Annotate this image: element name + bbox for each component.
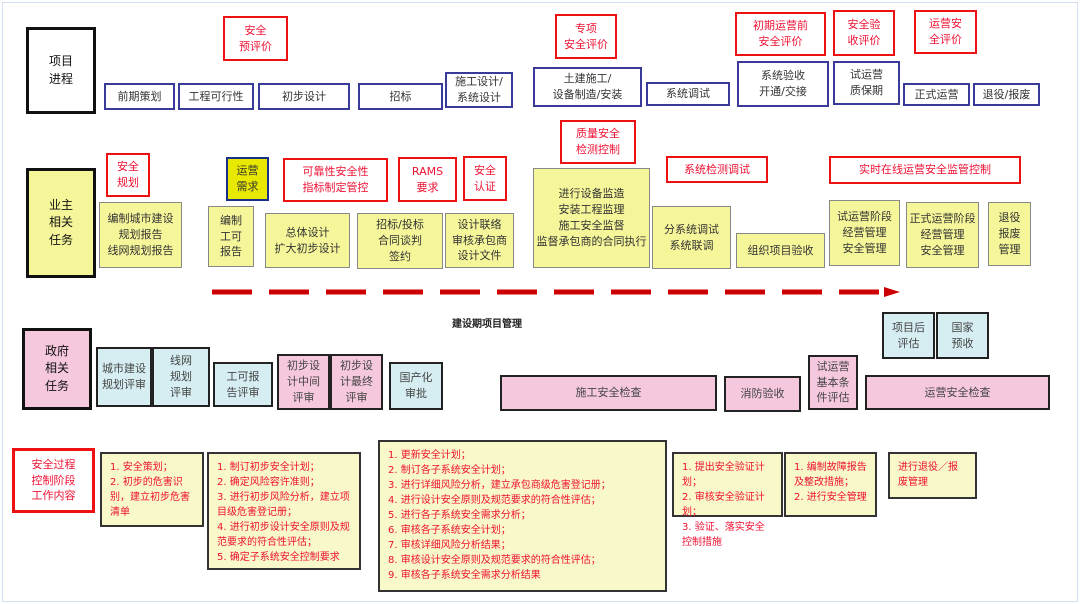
- owner-task: 编制 工可 报告: [208, 206, 254, 267]
- project-stage: 前期策划: [104, 83, 175, 110]
- safety-work-item: 1. 编制故障报告及整改措施； 2. 进行安全管理: [784, 452, 877, 517]
- gov-task: 初步设 计中间 评审: [277, 354, 330, 410]
- gov-task: 国产化 审批: [389, 362, 443, 410]
- owner-control: 安全 认证: [463, 156, 507, 201]
- safety-evaluation: 初期运营前 安全评价: [735, 12, 826, 56]
- project-stage: 工程可行性: [178, 83, 254, 110]
- row-label-government: 政府 相关 任务: [22, 328, 92, 410]
- gov-task: 试运营 基本条 件评估: [808, 355, 858, 410]
- gov-task: 初步设 计最终 评审: [330, 354, 383, 410]
- safety-evaluation: 安全验 收评价: [833, 10, 895, 56]
- owner-task: 分系统调试 系统联调: [652, 206, 731, 269]
- gov-task: 项目后 评估: [882, 312, 935, 359]
- gov-task: 国家 预收: [936, 312, 989, 359]
- safety-evaluation: 安全 预评价: [223, 16, 288, 61]
- owner-task: 招标/投标 合同谈判 签约: [357, 213, 443, 269]
- gov-task: 施工安全检查: [500, 375, 717, 411]
- safety-evaluation: 运营安 全评价: [914, 10, 977, 54]
- safety-work-item: 1. 提出安全验证计划； 2. 审核安全验证计划； 3. 验证、落实安全控制措施: [672, 452, 783, 548]
- owner-control: RAMS 要求: [398, 157, 457, 202]
- gov-task: 线网 规划 评审: [152, 347, 210, 407]
- project-stage: 试运营 质保期: [833, 61, 900, 105]
- project-stage: 系统验收 开通/交接: [737, 61, 829, 107]
- owner-control: 系统检测调试: [666, 156, 768, 183]
- timeline-caption: 建设期项目管理: [452, 319, 522, 330]
- owner-task: 总体设计 扩大初步设计: [265, 213, 350, 268]
- row-label-project: 项目 进程: [26, 27, 96, 114]
- owner-control: 可靠性安全性 指标制定管控: [283, 158, 388, 202]
- row-label-owner: 业主 相关 任务: [26, 168, 96, 278]
- gov-task: 工可报 告评审: [213, 362, 273, 407]
- owner-task: 试运营阶段 经营管理 安全管理: [829, 200, 900, 266]
- project-stage: 施工设计/ 系统设计: [445, 72, 513, 108]
- safety-work-item: 1. 安全策划； 2. 初步的危害识别，建立初步危害清单: [100, 452, 204, 527]
- project-stage: 初步设计: [258, 83, 350, 110]
- owner-task: 退役 报废 管理: [988, 202, 1031, 266]
- gov-task: 消防验收: [724, 376, 801, 412]
- project-stage: 土建施工/ 设备制造/安装: [533, 67, 642, 107]
- safety-evaluation: 专项 安全评价: [555, 14, 617, 59]
- safety-work-item: 1. 更新安全计划； 2. 制订各子系统安全计划； 3. 进行详细风险分析，建立…: [378, 440, 667, 592]
- owner-task: 设计联络 审核承包商 设计文件: [445, 213, 514, 268]
- gov-task: 城市建设 规划评审: [96, 347, 152, 407]
- owner-task: 编制城市建设 规划报告 线网规划报告: [99, 202, 182, 268]
- owner-control: 安全 规划: [106, 153, 150, 197]
- project-stage: 系统调试: [646, 82, 730, 106]
- project-stage: 正式运营: [903, 83, 970, 106]
- owner-control: 实时在线运营安全监管控制: [829, 156, 1021, 184]
- row-label-safety-work: 安全过程 控制阶段 工作内容: [12, 448, 95, 513]
- safety-work-item: 进行退役／报废管理: [888, 452, 977, 499]
- project-stage: 招标: [358, 83, 443, 110]
- timeline-arrow: [212, 287, 900, 297]
- project-stage: 退役/报废: [973, 83, 1040, 106]
- gov-task: 运营安全检查: [865, 375, 1050, 410]
- owner-task: 正式运营阶段 经营管理 安全管理: [906, 202, 979, 268]
- owner-task: 组织项目验收: [736, 233, 825, 268]
- owner-control: 运营 需求: [226, 157, 269, 201]
- owner-control: 质量安全 检测控制: [560, 120, 636, 164]
- owner-task: 进行设备监造 安装工程监理 施工安全监督 监督承包商的合同执行: [533, 168, 650, 268]
- safety-work-item: 1. 制订初步安全计划； 2. 确定风险容许准则； 3. 进行初步风险分析，建立…: [207, 452, 361, 570]
